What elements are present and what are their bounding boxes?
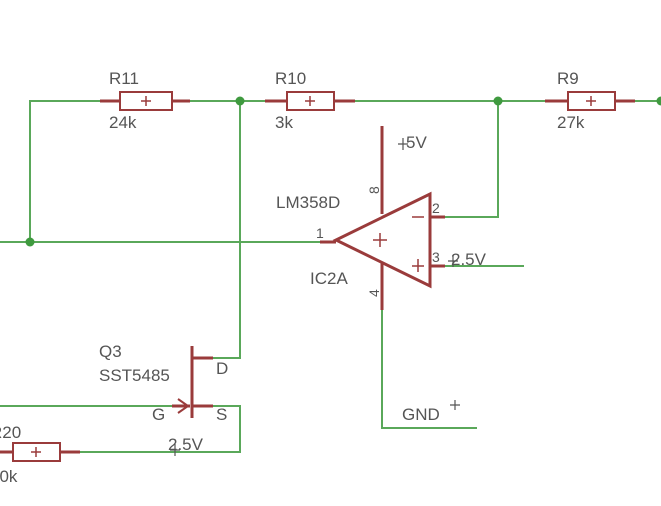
wire-gnd[interactable]: [381, 309, 477, 429]
gate-arrow-icon: [177, 398, 190, 414]
junction-left: [25, 237, 35, 247]
junction-r11-r10: [235, 96, 245, 106]
q3-pin-source: S: [216, 405, 227, 424]
junction-r10-r9: [493, 96, 503, 106]
r11-value-label: 24k: [109, 113, 137, 132]
ref-fet-plus-icon: [170, 444, 180, 456]
opamp-pin-inverting: 2: [432, 200, 440, 216]
gnd-plus-icon: [450, 400, 460, 410]
wire-source-r20[interactable]: [79, 405, 241, 453]
opamp-pin-output: 1: [316, 225, 324, 241]
wire-inverting-feedback[interactable]: [444, 100, 499, 218]
opamp-pin-vcc: 8: [366, 186, 382, 194]
vcc-plus-icon: [398, 138, 408, 150]
opamp-pin-gnd: 4: [366, 289, 382, 297]
wire-r11-left[interactable]: [29, 100, 101, 243]
wire-drain-node[interactable]: [212, 100, 241, 359]
ref-fet-label: 2.5V: [168, 435, 204, 454]
resistor-r9[interactable]: R9 27k: [545, 69, 635, 132]
opamp-designator-label: IC2A: [310, 269, 348, 288]
r9-value-label: 27k: [557, 113, 585, 132]
resistor-r10[interactable]: R10 3k: [265, 69, 355, 132]
r20-value-label: 10k: [0, 467, 18, 486]
q3-part-label: SST5485: [99, 366, 170, 385]
r20-name-label: R20: [0, 423, 21, 442]
supply-ref-opamp[interactable]: 2.5V: [448, 250, 487, 269]
q3-pin-gate: G: [152, 405, 165, 424]
resistor-r11[interactable]: R11 24k: [100, 69, 190, 132]
jfet-q3[interactable]: Q3 SST5485 D G S: [99, 342, 228, 424]
r11-name-label: R11: [109, 69, 139, 88]
opamp-part-label: LM358D: [276, 193, 340, 212]
ref-opamp-plus-icon: [448, 255, 458, 267]
q3-name-label: Q3: [99, 342, 122, 361]
r10-value-label: 3k: [275, 113, 293, 132]
gnd-label: GND: [402, 405, 440, 424]
supply-gnd[interactable]: GND: [402, 400, 460, 424]
ref-opamp-label: 2.5V: [451, 250, 487, 269]
supply-vcc[interactable]: 5V: [398, 133, 427, 152]
junction-right-edge: [656, 96, 661, 106]
opamp-ic2a[interactable]: LM358D IC2A 1 2 3 8 4: [276, 126, 445, 310]
resistor-r20[interactable]: R20 10k: [0, 423, 80, 486]
wires: [0, 96, 661, 453]
opamp-pin-noninverting: 3: [432, 249, 440, 265]
vcc-label: 5V: [406, 133, 427, 152]
r9-name-label: R9: [557, 69, 579, 88]
q3-pin-drain: D: [216, 359, 228, 378]
r10-name-label: R10: [275, 69, 306, 88]
supply-ref-fet[interactable]: 2.5V: [168, 435, 204, 456]
